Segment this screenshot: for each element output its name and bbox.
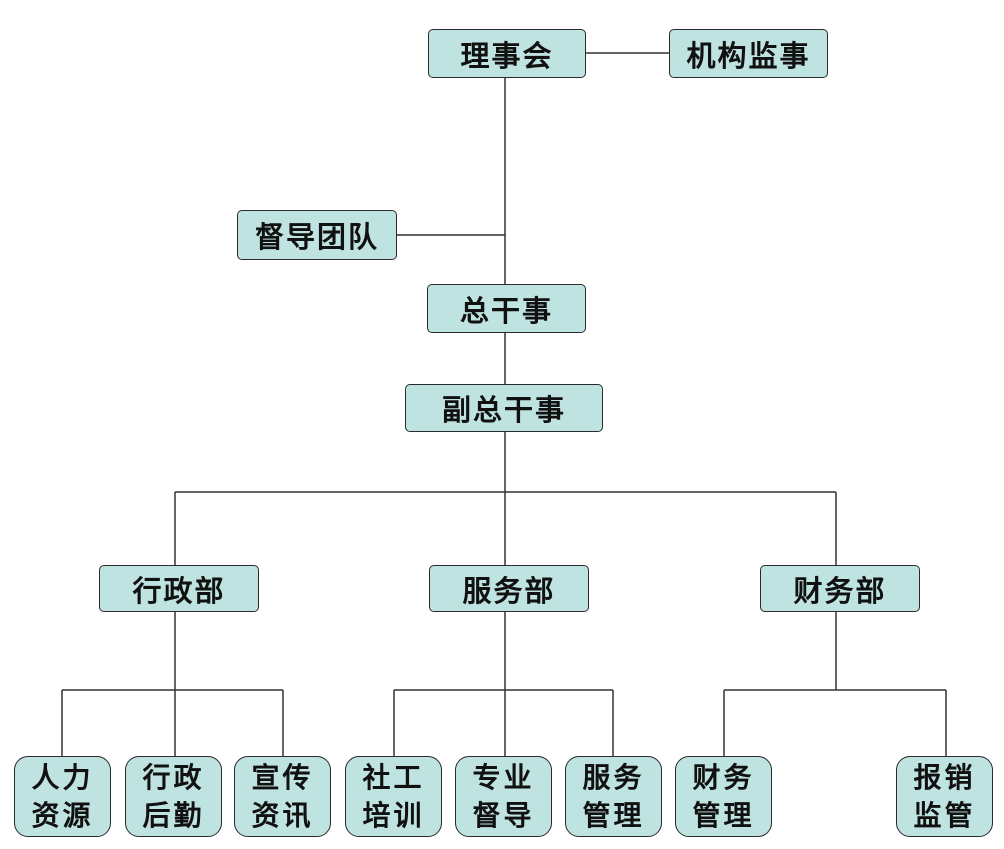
unit-line: 服务: [582, 760, 645, 794]
board-node: 理事会: [428, 29, 586, 78]
unit-line: 社工: [362, 760, 425, 794]
unit-node-training: 社工 培训: [345, 756, 442, 837]
director-general-node: 总干事: [427, 284, 586, 333]
admin-department-node: 行政部: [99, 565, 259, 612]
service-department-node: 服务部: [429, 565, 589, 612]
supervisor-node: 机构监事: [669, 29, 828, 78]
unit-line: 督导: [472, 798, 535, 832]
unit-line: 管理: [692, 798, 755, 832]
unit-line: 专业: [472, 760, 535, 794]
unit-node-professional-supervision: 专业 督导: [455, 756, 552, 837]
unit-line: 财务: [692, 760, 755, 794]
unit-line: 资讯: [251, 798, 314, 832]
unit-node-logistics: 行政 后勤: [125, 756, 222, 837]
unit-node-hr: 人力 资源: [14, 756, 111, 837]
unit-line: 行政: [142, 760, 205, 794]
unit-line: 资源: [31, 798, 94, 832]
unit-node-reimbursement-oversight: 报销 监管: [896, 756, 993, 837]
unit-node-publicity: 宣传 资讯: [234, 756, 331, 837]
unit-line: 报销: [913, 760, 976, 794]
unit-line: 宣传: [251, 760, 314, 794]
unit-line: 人力: [31, 760, 94, 794]
finance-department-node: 财务部: [760, 565, 920, 612]
supervision-team-node: 督导团队: [237, 210, 397, 260]
unit-line: 后勤: [142, 798, 205, 832]
unit-node-service-management: 服务 管理: [565, 756, 662, 837]
unit-line: 监管: [913, 798, 976, 832]
unit-line: 培训: [362, 798, 425, 832]
unit-line: 管理: [582, 798, 645, 832]
deputy-director-node: 副总干事: [405, 384, 603, 432]
unit-node-finance-management: 财务 管理: [675, 756, 772, 837]
